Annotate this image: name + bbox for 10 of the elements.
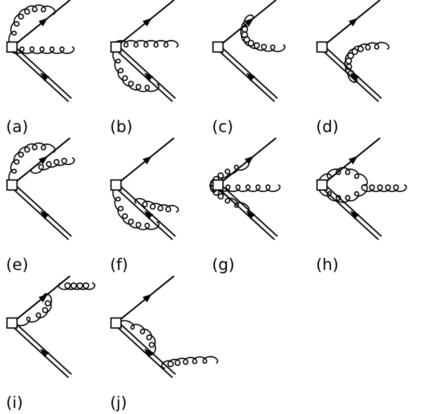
panel-label: (c)	[212, 118, 234, 136]
panel-label: (a)	[6, 118, 28, 136]
panel-label: (j)	[110, 394, 127, 412]
panel-label: (i)	[6, 394, 23, 412]
panel-label: (g)	[212, 256, 235, 274]
panel-label: (h)	[316, 256, 339, 274]
panel-label: (f)	[110, 256, 128, 274]
panel-label: (d)	[316, 118, 339, 136]
panel-label: (b)	[110, 118, 133, 136]
panel-label: (e)	[6, 256, 28, 274]
